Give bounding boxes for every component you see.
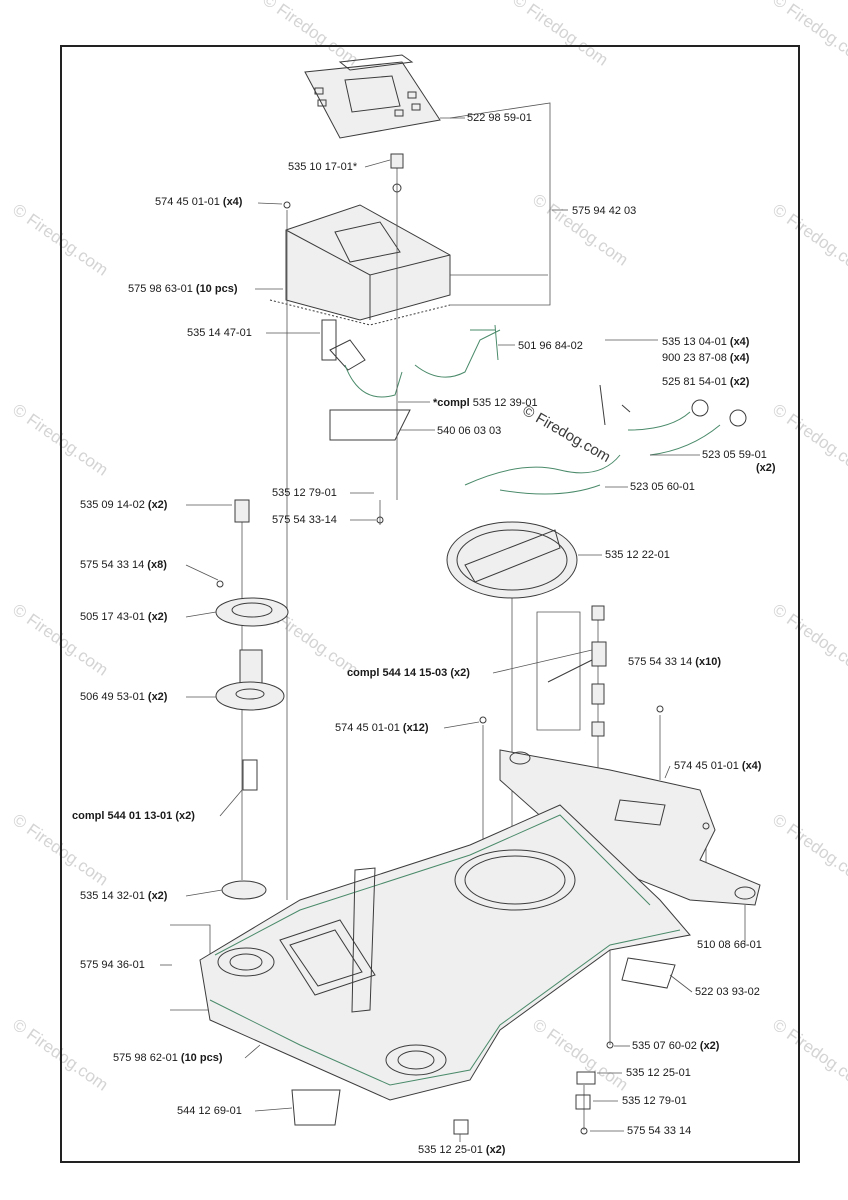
part-label-574-45-01-01-x12: 574 45 01-01 (x12) bbox=[335, 722, 429, 734]
keypad-overlay bbox=[304, 54, 441, 139]
part-label-575-94-36-01: 575 94 36-01 bbox=[80, 959, 145, 971]
label-leaders bbox=[160, 117, 746, 1142]
main-chassis bbox=[199, 804, 691, 1135]
part-label-535-12-79-01-upper: 535 12 79-01 bbox=[272, 487, 337, 499]
part-label-575-54-33-14-x8: 575 54 33 14 (x8) bbox=[80, 559, 167, 571]
part-label-535-14-32-01: 535 14 32-01 (x2) bbox=[80, 890, 168, 902]
part-label-525-81-54-01: 525 81 54-01 (x2) bbox=[662, 376, 750, 388]
part-label-574-45-01-01-x4: 574 45 01-01 (x4) bbox=[674, 760, 762, 772]
part-label-523-05-59-01: 523 05 59-01(x2) bbox=[702, 449, 776, 474]
part-label-523-05-60-01: 523 05 60-01 bbox=[630, 481, 695, 493]
part-label-575-94-42-03: 575 94 42 03 bbox=[572, 205, 637, 217]
round-cover bbox=[446, 521, 578, 599]
part-label-575-54-33-14-x10: 575 54 33 14 (x10) bbox=[628, 656, 721, 668]
part-label-505-17-43-01: 505 17 43-01 (x2) bbox=[80, 611, 168, 623]
left-valve-stack bbox=[215, 499, 289, 900]
part-label-510-08-66-01: 510 08 66-01 bbox=[697, 939, 762, 951]
part-label-501-96-84-02: 501 96 84-02 bbox=[518, 340, 583, 352]
part-label-575-98-63-01: 575 98 63-01 (10 pcs) bbox=[128, 283, 238, 295]
part-label-540-06-03-03: 540 06 03 03 bbox=[437, 425, 502, 437]
cover-housing bbox=[269, 204, 451, 371]
part-label-522-98-59-01: 522 98 59-01 bbox=[467, 112, 532, 124]
part-label-535-10-17-01: 535 10 17-01* bbox=[288, 161, 358, 173]
part-label-522-03-93-02: 522 03 93-02 bbox=[695, 986, 760, 998]
part-label-compl-544-01-13-01: compl 544 01 13-01 (x2) bbox=[72, 810, 195, 822]
part-label-535-09-14-02: 535 09 14-02 (x2) bbox=[80, 499, 168, 511]
part-label-535-12-25-01-x2: 535 12 25-01 (x2) bbox=[418, 1144, 506, 1156]
part-label-535-12-22-01: 535 12 22-01 bbox=[605, 549, 670, 561]
part-label-900-23-87-08: 900 23 87-08 (x4) bbox=[662, 352, 750, 364]
part-label-575-54-33-14-lower: 575 54 33 14 bbox=[627, 1125, 692, 1137]
part-label-535-13-04-01: 535 13 04-01 (x4) bbox=[662, 336, 750, 348]
diagram-frame bbox=[60, 45, 800, 1163]
part-label-535-07-60-02: 535 07 60-02 (x2) bbox=[632, 1040, 720, 1052]
part-label-544-12-69-01: 544 12 69-01 bbox=[177, 1105, 242, 1117]
part-label-535-14-47-01: 535 14 47-01 bbox=[187, 327, 252, 339]
part-label-574-45-01-01: 574 45 01-01 (x4) bbox=[155, 196, 243, 208]
part-label-575-54-33-14-upper: 575 54 33-14 bbox=[272, 514, 337, 526]
part-label-535-12-79-01-lower: 535 12 79-01 bbox=[622, 1095, 687, 1107]
part-label-compl-544-14-15-03: compl 544 14 15-03 (x2) bbox=[347, 667, 470, 679]
part-label-506-49-53-01: 506 49 53-01 (x2) bbox=[80, 691, 168, 703]
part-label-575-98-62-01: 575 98 62-01 (10 pcs) bbox=[113, 1052, 223, 1064]
part-label-compl-535-12-39-01: *compl 535 12 39-01 bbox=[433, 397, 538, 409]
part-label-535-12-25-01: 535 12 25-01 bbox=[626, 1067, 691, 1079]
